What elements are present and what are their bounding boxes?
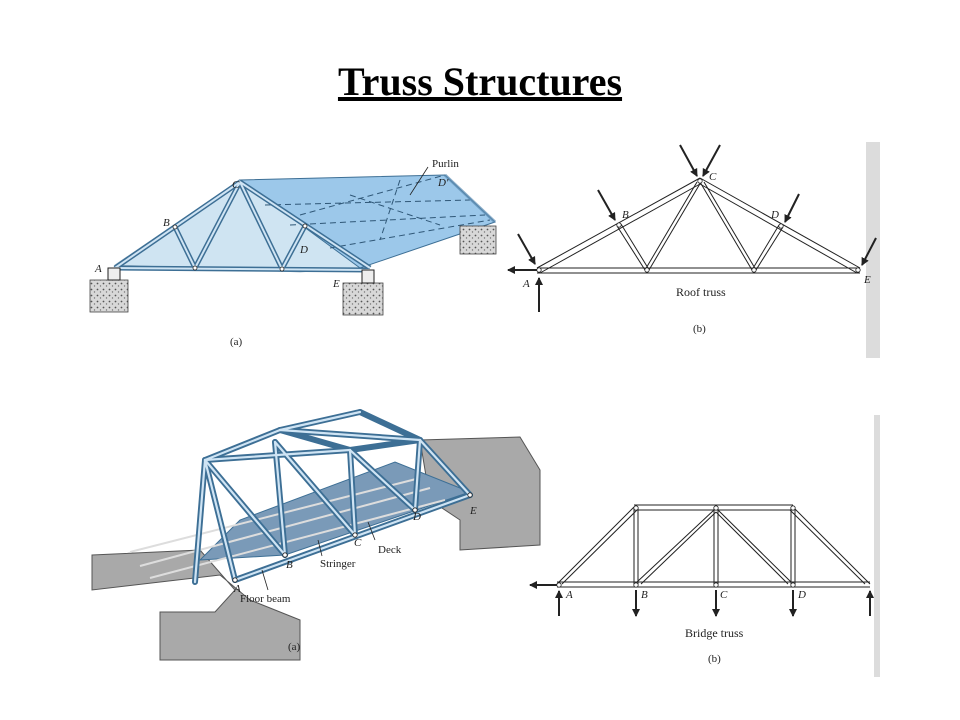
roof-2d-caption: (b) — [693, 323, 706, 335]
purlin-leader — [409, 166, 429, 196]
stringer-leader — [317, 539, 323, 557]
floor-beam-callout: Floor beam — [240, 593, 291, 605]
support-block-e — [342, 282, 384, 316]
roof-3d-joint-b: B — [163, 217, 170, 229]
bridge-3d-joint-c: C — [354, 537, 362, 549]
roof-2d-joint-e: E — [863, 274, 871, 286]
bridge-2d-joint-a: A — [565, 589, 573, 601]
bridge-truss-3d-illustration: A B C D E Deck Stringer Floor beam (a) — [91, 409, 541, 661]
roof-2d-name: Roof truss — [676, 285, 726, 299]
bridge-3d-joint-b: B — [286, 559, 293, 571]
deck-callout: Deck — [378, 544, 402, 556]
bridge-3d-joint-a: A — [233, 583, 241, 595]
roof-2d-joint-d: D — [770, 209, 779, 221]
bridge-2d-name: Bridge truss — [685, 626, 744, 640]
bridge-3d-joint-e: E — [469, 505, 477, 517]
ground-left — [91, 549, 301, 661]
roof-3d-joint-e: E — [332, 278, 340, 290]
roof-truss-2d-diagram: A B C D E Roof truss (b) — [507, 142, 880, 358]
bridge-2d-joint-c: C — [720, 589, 728, 601]
page-title: Truss Structures — [337, 59, 623, 104]
scan-edge-bottom — [874, 415, 880, 677]
roof-truss-3d-illustration: A B C D D' E Purlin (a) — [89, 158, 497, 348]
roof-2d-joint-c: C — [709, 171, 717, 183]
bridge-3d-caption: (a) — [288, 641, 301, 653]
roof-3d-caption: (a) — [230, 336, 243, 348]
stringer-callout: Stringer — [320, 558, 356, 570]
roof-3d-joint-d: D — [299, 244, 308, 256]
roof-2d-joint-a: A — [522, 278, 530, 290]
bridge-3d-joint-d: D — [412, 511, 421, 523]
roof-3d-joint-d-prime: D' — [437, 177, 449, 189]
support-block-a — [89, 279, 129, 313]
roof-2d-joint-b: B — [622, 209, 629, 221]
bridge-2d-joint-b: B — [641, 589, 648, 601]
support-block-back — [459, 225, 497, 255]
floor-beam-leader — [261, 569, 269, 591]
scan-edge-top — [866, 142, 880, 358]
roof-3d-joint-c: C — [232, 179, 240, 191]
bridge-truss-2d-diagram: A B C D Bridge truss (b) — [529, 415, 880, 677]
purlin-callout: Purlin — [432, 158, 459, 170]
bridge-2d-caption: (b) — [708, 653, 721, 665]
deck-leader — [367, 521, 376, 541]
bridge-2d-joint-d: D — [797, 589, 806, 601]
roof-3d-joint-a: A — [94, 263, 102, 275]
